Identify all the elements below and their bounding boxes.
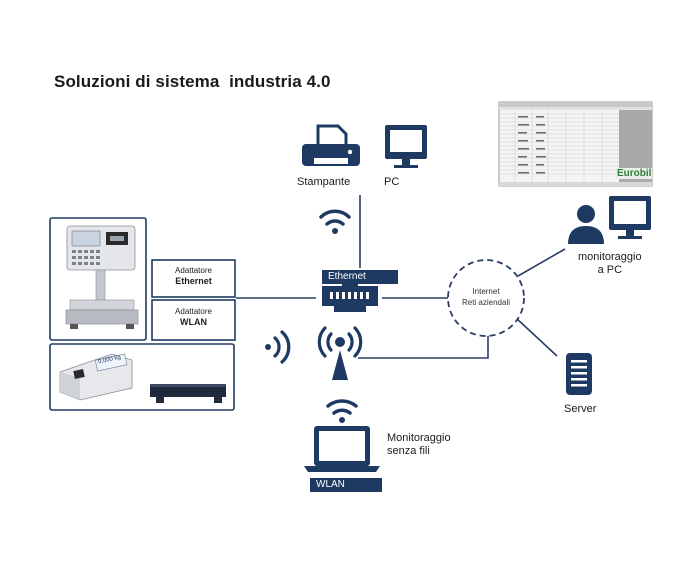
adapter-wlan-label: Adattatore WLAN xyxy=(152,306,235,328)
internet-monitor-link xyxy=(517,248,566,277)
signal-waves-icon xyxy=(265,330,291,364)
connection-lines xyxy=(236,195,566,359)
pc-label: PC xyxy=(384,176,400,188)
internet-line2: Reti aziendali xyxy=(461,298,511,307)
wireless-line2: senza fili xyxy=(387,445,430,457)
monitor-pc-label: monitoraggio a PC xyxy=(578,251,642,277)
monitor-pc-line2: a PC xyxy=(597,264,623,276)
adapter-ethernet-line2: Ethernet xyxy=(175,276,212,286)
server-label: Server xyxy=(564,403,597,415)
adapter-wlan-line2: WLAN xyxy=(180,317,207,327)
ethernet-port-icon xyxy=(322,282,378,312)
adapter-wlan-line1: Adattatore xyxy=(175,307,212,316)
laptop-icon xyxy=(304,426,380,472)
wireless-monitor-label: Monitoraggio senza fili xyxy=(387,432,451,458)
user-monitor-icon xyxy=(568,196,651,244)
adapter-wlan-box xyxy=(151,299,236,341)
server-icon xyxy=(566,353,592,395)
scale-devices-group xyxy=(49,217,236,411)
access-point-internet-link xyxy=(358,333,489,359)
adapter-ethernet-label: Adattatore Ethernet xyxy=(152,265,235,287)
internet-line1: Internet xyxy=(472,287,500,296)
page-title: Soluzioni di sistema industria 4.0 xyxy=(54,72,331,91)
wlan-label: WLAN xyxy=(310,478,382,492)
internet-server-link xyxy=(515,317,558,357)
adapter-ethernet-box xyxy=(151,259,236,298)
indicator-illustration xyxy=(59,353,226,403)
software-brand-label: Eurobil xyxy=(616,168,653,179)
ethernet-label: Ethernet xyxy=(322,270,398,284)
printer-label: Stampante xyxy=(297,176,351,188)
tower-scale-illustration xyxy=(65,225,139,329)
printer-icon xyxy=(302,124,360,166)
internet-cloud xyxy=(447,259,525,337)
access-point-icon xyxy=(317,326,363,380)
adapter-ethernet-line1: Adattatore xyxy=(175,266,212,275)
laptop-wifi-icon xyxy=(326,399,358,423)
internet-label: Internet Reti aziendali xyxy=(452,286,520,308)
monitor-pc-line1: monitoraggio xyxy=(578,251,642,263)
wireless-line1: Monitoraggio xyxy=(387,432,451,444)
wifi-icon xyxy=(319,209,351,234)
monitor-icon xyxy=(385,125,427,168)
